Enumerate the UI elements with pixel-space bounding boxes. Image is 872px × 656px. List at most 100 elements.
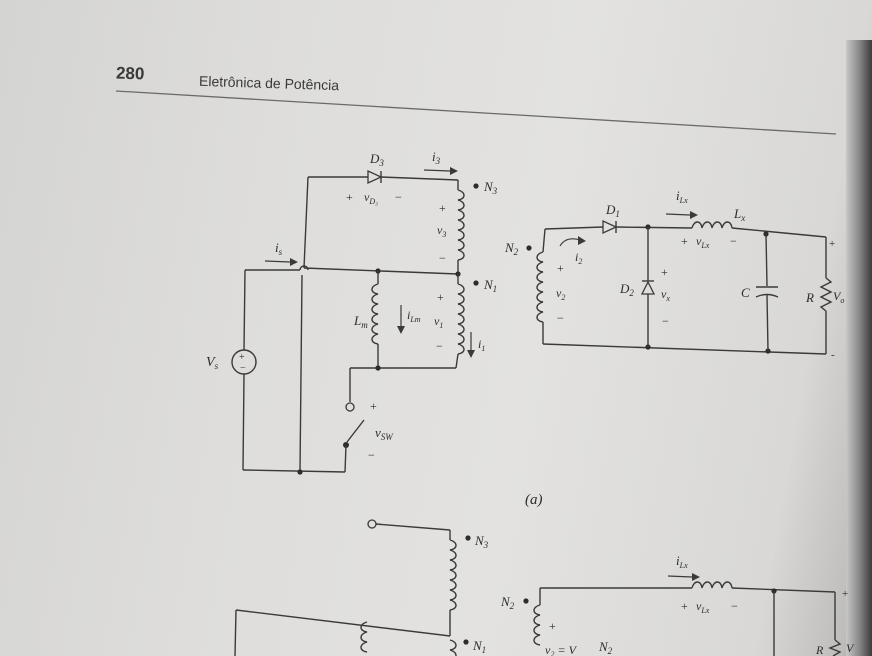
svg-text:N2: N2 <box>598 639 613 656</box>
i2-arrow-icon <box>578 236 586 245</box>
page-fold <box>846 40 872 656</box>
n3-coil-icon <box>457 189 465 261</box>
lm-coil-icon <box>371 283 379 345</box>
lx-label: L <box>733 206 741 221</box>
svg-text:N3: N3 <box>474 533 489 550</box>
ilx-b-label: i <box>676 553 680 568</box>
svg-text:vLx: vLx <box>696 234 710 250</box>
svg-text:+: + <box>661 265 668 279</box>
i3-label: i <box>432 149 436 164</box>
svg-text:i1: i1 <box>478 337 485 353</box>
i3-arrow-icon <box>450 167 458 175</box>
svg-text:N1: N1 <box>472 638 486 655</box>
d3-label: D <box>369 151 380 166</box>
vo-label: V <box>833 289 842 303</box>
svg-text:Lm: Lm <box>353 313 368 330</box>
d3-diode-icon <box>367 169 383 185</box>
svg-text:Vs: Vs <box>206 355 219 371</box>
svg-text:iLm: iLm <box>407 308 421 324</box>
svg-text:+: + <box>549 619 556 633</box>
svg-text:iLx: iLx <box>676 188 688 205</box>
vlx-label: v <box>696 234 702 248</box>
n3-coil-b-icon <box>449 539 457 611</box>
svg-text:−: − <box>662 314 669 328</box>
ilx-arrow-icon <box>690 211 698 219</box>
vo-b-label: V <box>846 641 855 655</box>
svg-text:+: + <box>681 234 688 248</box>
vlx-b-label: v <box>696 599 702 613</box>
svg-text:+: + <box>842 588 848 600</box>
svg-text:iLx: iLx <box>676 553 688 570</box>
n2-coil-icon <box>536 251 544 323</box>
n1-dot-icon <box>473 280 479 286</box>
n1-coil-icon <box>457 283 465 355</box>
v1-label: v <box>434 314 440 328</box>
switch-terminal-icon <box>345 402 355 412</box>
v2-eq-b-label: v₂ = V <box>545 643 578 656</box>
v3-label: v <box>437 223 443 237</box>
header-rule <box>115 90 837 135</box>
svg-text:is: is <box>275 240 283 257</box>
svg-text:N3: N3 <box>483 179 498 196</box>
svg-text:i2: i2 <box>575 250 582 266</box>
svg-text:−: − <box>240 363 246 374</box>
ilm-label: i <box>407 308 410 322</box>
figure-b: N3 N1 N2 iLx + vLx − + v₂ = V <box>234 519 855 656</box>
d1-label: D <box>605 202 616 217</box>
lm-inductor: Lm iLm <box>353 271 421 368</box>
d1-diode-icon <box>602 219 618 235</box>
n3-dot-icon <box>473 183 479 189</box>
n3-b-label: N <box>474 533 485 548</box>
r-label: R <box>805 290 814 305</box>
v2-label: v <box>556 286 562 300</box>
is-label: i <box>275 240 279 255</box>
n1-winding: N1 + v1 − i1 <box>350 274 497 371</box>
n2-dot-icon <box>526 245 532 251</box>
svg-text:v1: v1 <box>434 314 443 330</box>
secondary-circuit: N2 i2 + v2 − D1 D2 + vx − iLx <box>504 188 844 361</box>
svg-text:N2: N2 <box>500 594 515 611</box>
svg-text:−: − <box>731 599 738 613</box>
svg-text:+: + <box>370 399 377 413</box>
svg-text:−: − <box>439 251 446 265</box>
ilm-arrow-icon <box>397 326 405 334</box>
figure-caption: (a) <box>525 492 543 508</box>
source-vs: + − Vs is <box>206 240 346 475</box>
svg-text:vx: vx <box>661 287 670 303</box>
svg-text:v3: v3 <box>437 223 446 239</box>
svg-text:D2: D2 <box>619 281 634 298</box>
is-arrow-icon <box>290 258 298 266</box>
vs-label: V <box>206 355 216 370</box>
svg-text:Lx: Lx <box>733 206 745 223</box>
svg-text:-: - <box>831 349 835 361</box>
n3-winding: N3 + v3 − <box>437 179 498 272</box>
n1-label: N <box>483 277 494 292</box>
svg-text:−: − <box>436 339 443 353</box>
n1-b-label: N <box>472 638 483 653</box>
ilx-label: i <box>676 188 680 203</box>
svg-text:+: + <box>829 238 835 250</box>
svg-text:−: − <box>557 311 564 325</box>
n2-b-label: N <box>500 594 511 609</box>
svg-text:vD₃: vD₃ <box>364 190 378 206</box>
svg-text:v2: v2 <box>556 286 565 302</box>
n3-label: N <box>483 179 494 194</box>
vd3-label: v <box>364 190 370 204</box>
vsw-label: v <box>375 425 381 440</box>
c-label: C <box>741 285 750 300</box>
d2-diode-icon <box>640 280 656 295</box>
svg-text:+: + <box>346 190 353 204</box>
svg-text:vLx: vLx <box>696 599 710 615</box>
svg-text:+: + <box>439 201 446 215</box>
vx-label: v <box>661 287 667 301</box>
lm-label: L <box>353 313 361 328</box>
svg-text:N1: N1 <box>483 277 497 294</box>
resistor-icon <box>819 277 833 312</box>
svg-text:−: − <box>395 190 402 204</box>
svg-text:D3: D3 <box>369 151 384 168</box>
n2-label: N <box>504 240 515 255</box>
i2-label: i <box>575 250 578 264</box>
svg-text:i3: i3 <box>432 149 441 166</box>
